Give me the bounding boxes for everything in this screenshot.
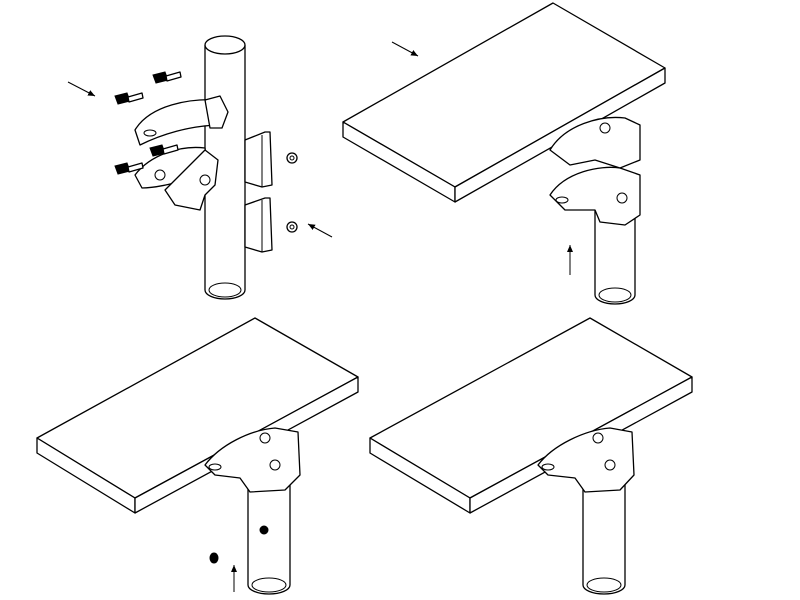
front-clamp-upper — [134, 95, 229, 146]
pipe — [594, 200, 636, 305]
bracket-upper — [549, 116, 641, 169]
rear-clamp-upper — [244, 131, 273, 188]
bolt — [149, 144, 179, 157]
pipe — [247, 470, 291, 595]
front-clamp-lower — [134, 146, 219, 211]
arrow-icon — [391, 41, 419, 57]
plate — [369, 317, 693, 514]
bolt — [114, 162, 144, 175]
arrow-icon — [67, 81, 96, 97]
set-screw-hole — [259, 525, 269, 535]
pipe — [582, 470, 626, 595]
rear-clamp-lower — [244, 197, 273, 253]
bolt — [152, 71, 182, 84]
bracket-lower — [549, 166, 641, 226]
plate — [36, 317, 359, 514]
bracket — [204, 427, 301, 493]
panel-1-clamp-to-pipe — [67, 35, 333, 300]
bracket — [537, 427, 635, 493]
panel-3-insert-set-screw — [36, 317, 359, 595]
nut — [286, 152, 298, 164]
bolt — [114, 92, 144, 105]
panel-2-attach-plate — [342, 2, 666, 305]
set-screw — [209, 552, 219, 564]
arrow-icon — [307, 223, 333, 238]
plate — [342, 2, 666, 203]
nut — [286, 221, 298, 233]
panel-4-assembled — [369, 317, 693, 595]
